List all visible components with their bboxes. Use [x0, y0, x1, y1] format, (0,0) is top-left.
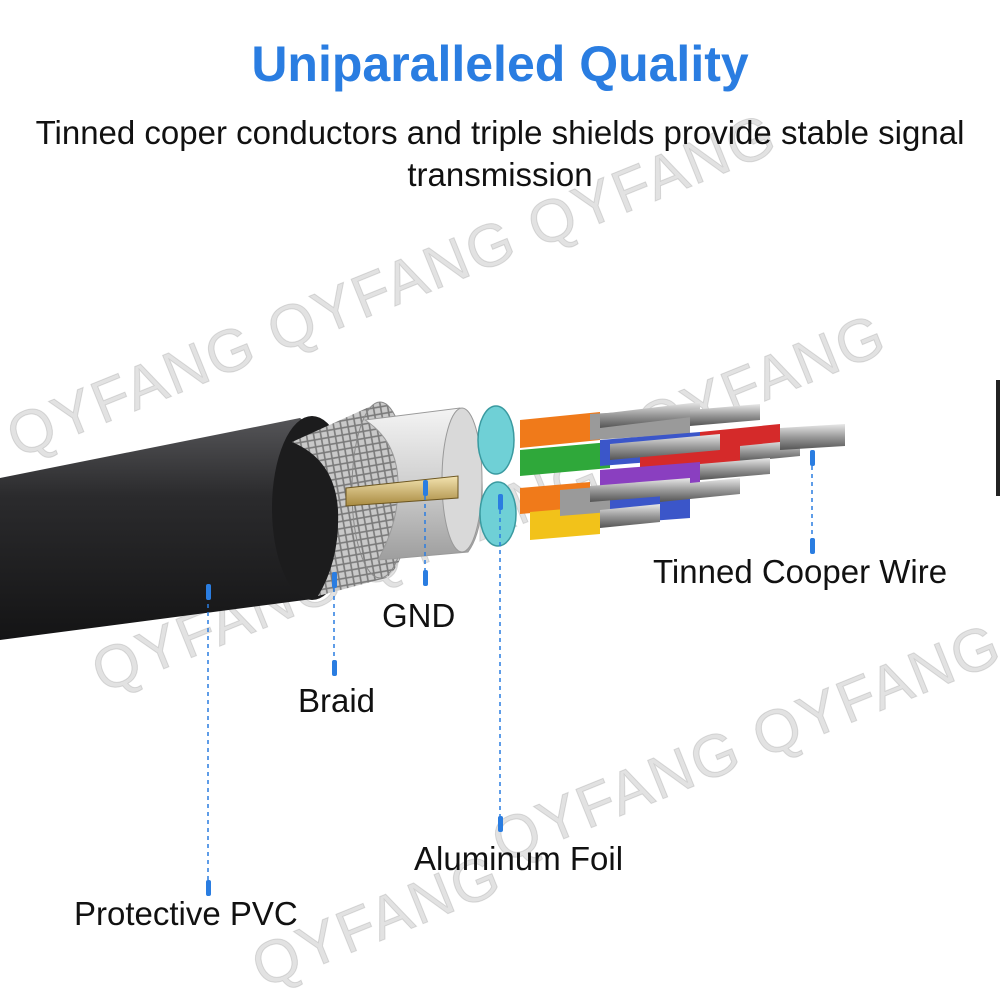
leader-lines — [207, 458, 813, 896]
inner-foil-bottom — [479, 481, 517, 547]
tinned-strands — [590, 402, 845, 528]
page-subtitle: Tinned coper conductors and triple shiel… — [35, 114, 965, 193]
pvc-jacket — [0, 418, 341, 640]
label-gnd: GND — [382, 597, 456, 634]
leader-caps — [206, 450, 815, 896]
label-aluminum-foil: Aluminum Foil — [414, 840, 624, 877]
edge-marker — [996, 380, 1000, 496]
label-braid: Braid — [298, 682, 376, 719]
label-tinned-copper-wire: Tinned Cooper Wire — [653, 553, 948, 590]
page-title: Uniparalleled Quality — [251, 36, 749, 92]
inner-foil-top — [477, 405, 515, 475]
gnd-wire — [345, 475, 459, 507]
label-protective-pvc: Protective PVC — [74, 895, 298, 932]
